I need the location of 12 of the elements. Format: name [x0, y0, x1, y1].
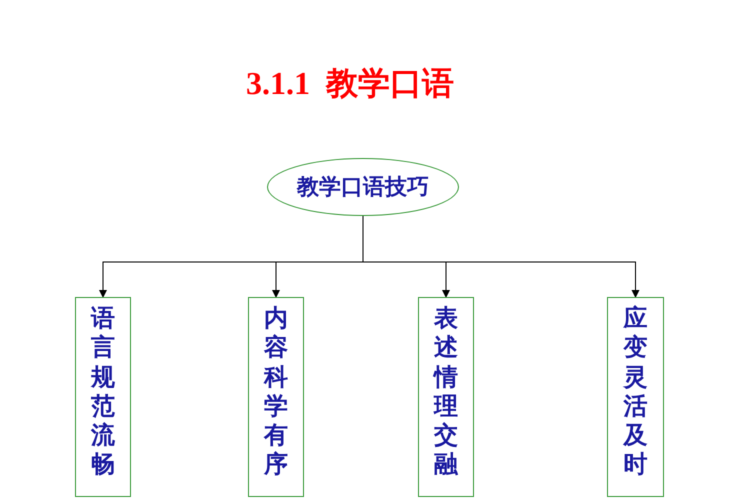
title: 3.1.1 教学口语 — [245, 64, 455, 103]
category-box — [607, 297, 664, 497]
node-text: 语言规范流畅 — [91, 304, 115, 480]
connector-arrow — [362, 216, 640, 298]
category-box — [418, 297, 474, 497]
category-box — [248, 297, 304, 497]
node-text: 教学口语技巧 — [297, 174, 429, 202]
category-box — [75, 297, 131, 497]
node-text: 表述情理交融 — [434, 304, 458, 480]
node-text: 内容科学有序 — [264, 304, 288, 480]
node-text: 应变灵活及时 — [624, 304, 648, 480]
topic-ellipse — [267, 158, 459, 216]
